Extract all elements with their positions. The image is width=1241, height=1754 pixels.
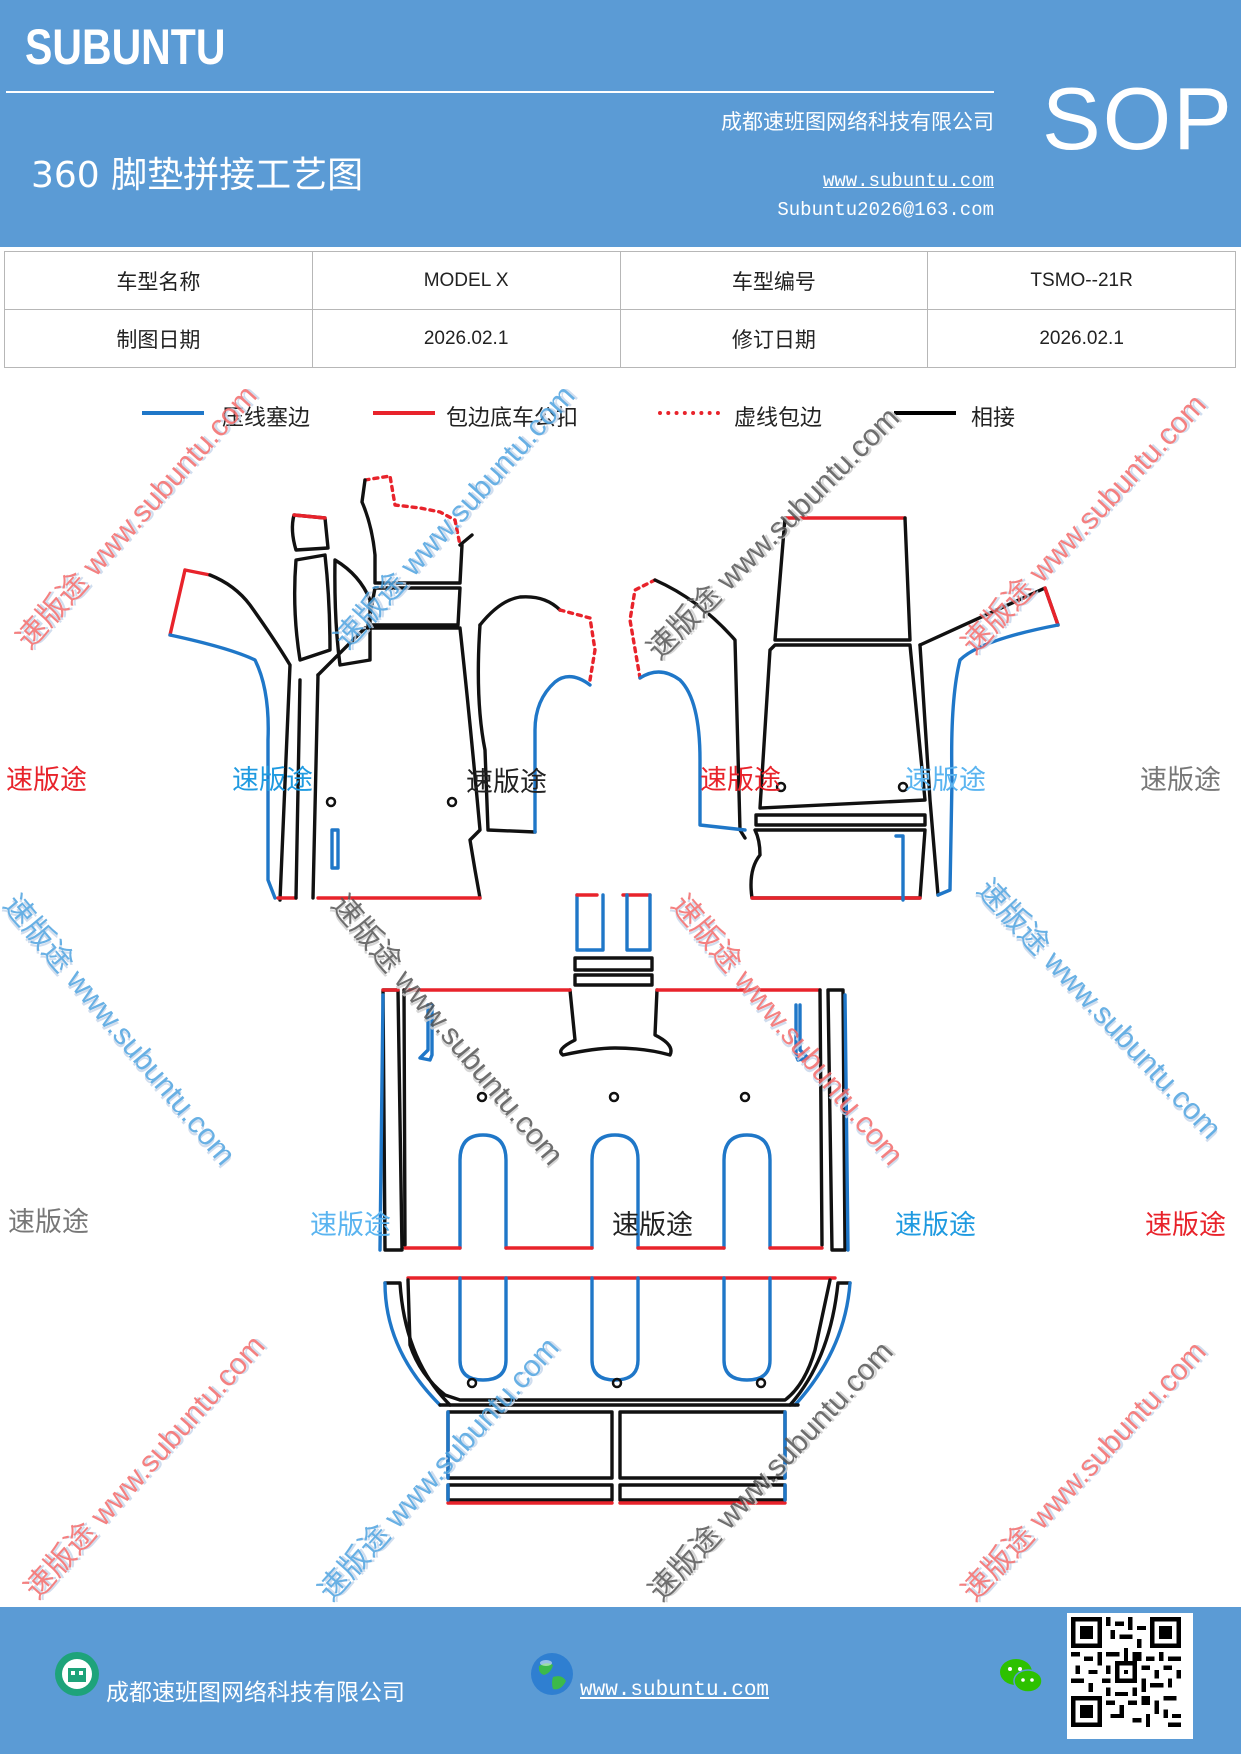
watermark-word: 速版途 (1140, 765, 1221, 796)
watermark-word: 速版途 (895, 1210, 976, 1241)
wechat-icon (1000, 1659, 1043, 1693)
header-company: 成都速班图网络科技有限公司 (721, 110, 994, 134)
watermark-word: 速版途 (8, 1207, 89, 1238)
legend-label: 虚线包边 (734, 406, 823, 431)
table-row: 车型名称 MODEL X 车型编号 TSMO--21R (4, 251, 1236, 310)
model-code-value: TSMO--21R (927, 251, 1236, 310)
watermark-word: 速版途 (700, 765, 781, 796)
watermark-word: 速版途 (905, 765, 986, 796)
model-code-label: 车型编号 (619, 251, 929, 310)
info-table: 车型名称 MODEL X 车型编号 TSMO--21R 制图日期 2026.02… (4, 251, 1236, 368)
draw-date-label: 制图日期 (4, 309, 313, 368)
front-left-mat (168, 474, 597, 902)
legend-label: 压线塞边 (222, 406, 311, 431)
table-row: 制图日期 2026.02.1 修订日期 2026.02.1 (4, 309, 1236, 368)
qr-code (1067, 1613, 1193, 1739)
header-banner: SUBUNTU 360 脚垫拼接工艺图 成都速班图网络科技有限公司 www.su… (0, 0, 1241, 247)
model-name-value: MODEL X (311, 251, 621, 310)
revise-date-value: 2026.02.1 (927, 309, 1236, 368)
globe-icon (531, 1653, 573, 1695)
middle-row-mat (378, 893, 850, 1252)
footer-website-link[interactable]: www.subuntu.com (580, 1679, 770, 1702)
footer-company: 成都速班图网络科技有限公司 (106, 1680, 405, 1706)
rear-row-mat (383, 1276, 852, 1505)
floor-mat-diagram (168, 474, 1060, 1505)
watermark-word: 速版途 (1145, 1210, 1226, 1241)
legend-label: 包边底车公扣 (446, 406, 579, 431)
brand-logo: SUBUNTU (25, 19, 226, 75)
model-name-label: 车型名称 (4, 251, 313, 310)
legend-red-dotted-swatch (658, 411, 720, 415)
watermark-word: 速版途 (466, 767, 547, 798)
legend-blue-swatch (142, 411, 204, 415)
header-website-link[interactable]: www.subuntu.com (822, 170, 994, 192)
legend-label: 相接 (971, 406, 1016, 431)
legend-red-swatch (373, 411, 435, 415)
home-badge-icon (55, 1652, 99, 1696)
revise-date-label: 修订日期 (619, 309, 929, 368)
header-divider (6, 91, 994, 93)
legend-black-swatch (894, 411, 956, 415)
watermark-word: 速版途 (612, 1210, 693, 1241)
sop-badge: SOP (1042, 69, 1234, 168)
front-right-mat (628, 516, 1060, 902)
watermark-word: 速版途 (232, 765, 313, 796)
watermark-word: 速版途 (310, 1210, 391, 1241)
page-title: 360 脚垫拼接工艺图 (31, 155, 364, 196)
header-email: Subuntu2026@163.com (777, 199, 994, 221)
draw-date-value: 2026.02.1 (311, 309, 621, 368)
footer-banner: 成都速班图网络科技有限公司 www.subuntu.com (0, 1607, 1241, 1754)
watermark-word: 速版途 (6, 765, 87, 796)
